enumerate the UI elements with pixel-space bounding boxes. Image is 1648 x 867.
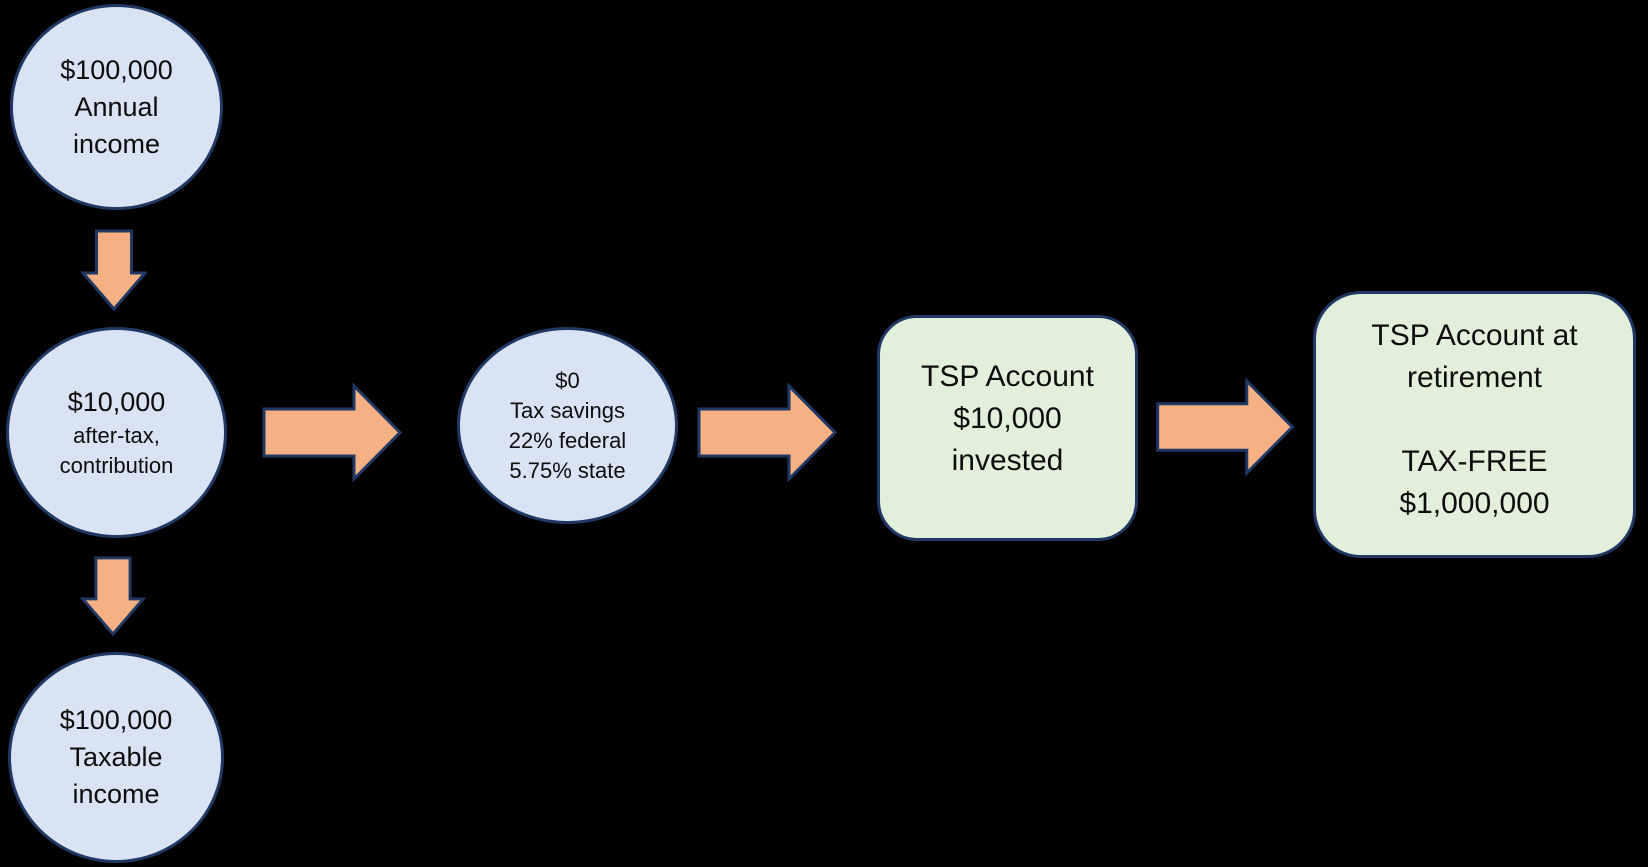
node-text-line: income bbox=[72, 779, 160, 809]
node-text-line: after-tax, bbox=[73, 423, 160, 448]
arrow-down-icon bbox=[80, 556, 146, 636]
node-text-line: TSP Account bbox=[921, 360, 1094, 393]
node-text-line: $10,000 bbox=[67, 387, 166, 417]
node-tax-savings: $0 Tax savings 22% federal 5.75% state bbox=[457, 327, 678, 524]
arrow-down-icon bbox=[81, 229, 147, 311]
arrow-right-icon bbox=[262, 383, 403, 482]
node-tsp-account-retirement: TSP Account at retirement TAX-FREE $1,00… bbox=[1313, 291, 1636, 558]
node-after-tax-contribution: $10,000 after-tax, contribution bbox=[6, 327, 227, 538]
node-text-line: Taxable bbox=[69, 742, 163, 772]
node-text-line: TSP Account at bbox=[1371, 318, 1578, 352]
node-text-line: 5.75% state bbox=[509, 457, 626, 483]
node-text-line: $100,000 bbox=[59, 705, 173, 735]
node-text-line: Tax savings bbox=[510, 397, 625, 423]
node-text-line: contribution bbox=[59, 453, 174, 478]
node-text-line: Annual bbox=[74, 91, 159, 122]
node-text-line: $1,000,000 bbox=[1399, 486, 1550, 520]
arrow-right-icon bbox=[1156, 378, 1295, 476]
node-text-line: $10,000 bbox=[953, 402, 1062, 435]
node-text-line: invested bbox=[951, 444, 1064, 477]
node-text-line: retirement bbox=[1406, 360, 1543, 394]
node-taxable-income: $100,000 Taxable income bbox=[8, 652, 224, 863]
node-annual-income: $100,000 Annual income bbox=[10, 4, 223, 210]
node-text-line: TAX-FREE bbox=[1401, 444, 1548, 478]
node-text-line: $100,000 bbox=[60, 54, 173, 85]
node-text-line: income bbox=[72, 128, 161, 159]
node-tsp-account-invested: TSP Account $10,000 invested bbox=[877, 315, 1138, 541]
node-text-line: 22% federal bbox=[508, 427, 627, 453]
arrow-right-icon bbox=[697, 383, 838, 482]
node-text-line: $0 bbox=[555, 367, 580, 393]
